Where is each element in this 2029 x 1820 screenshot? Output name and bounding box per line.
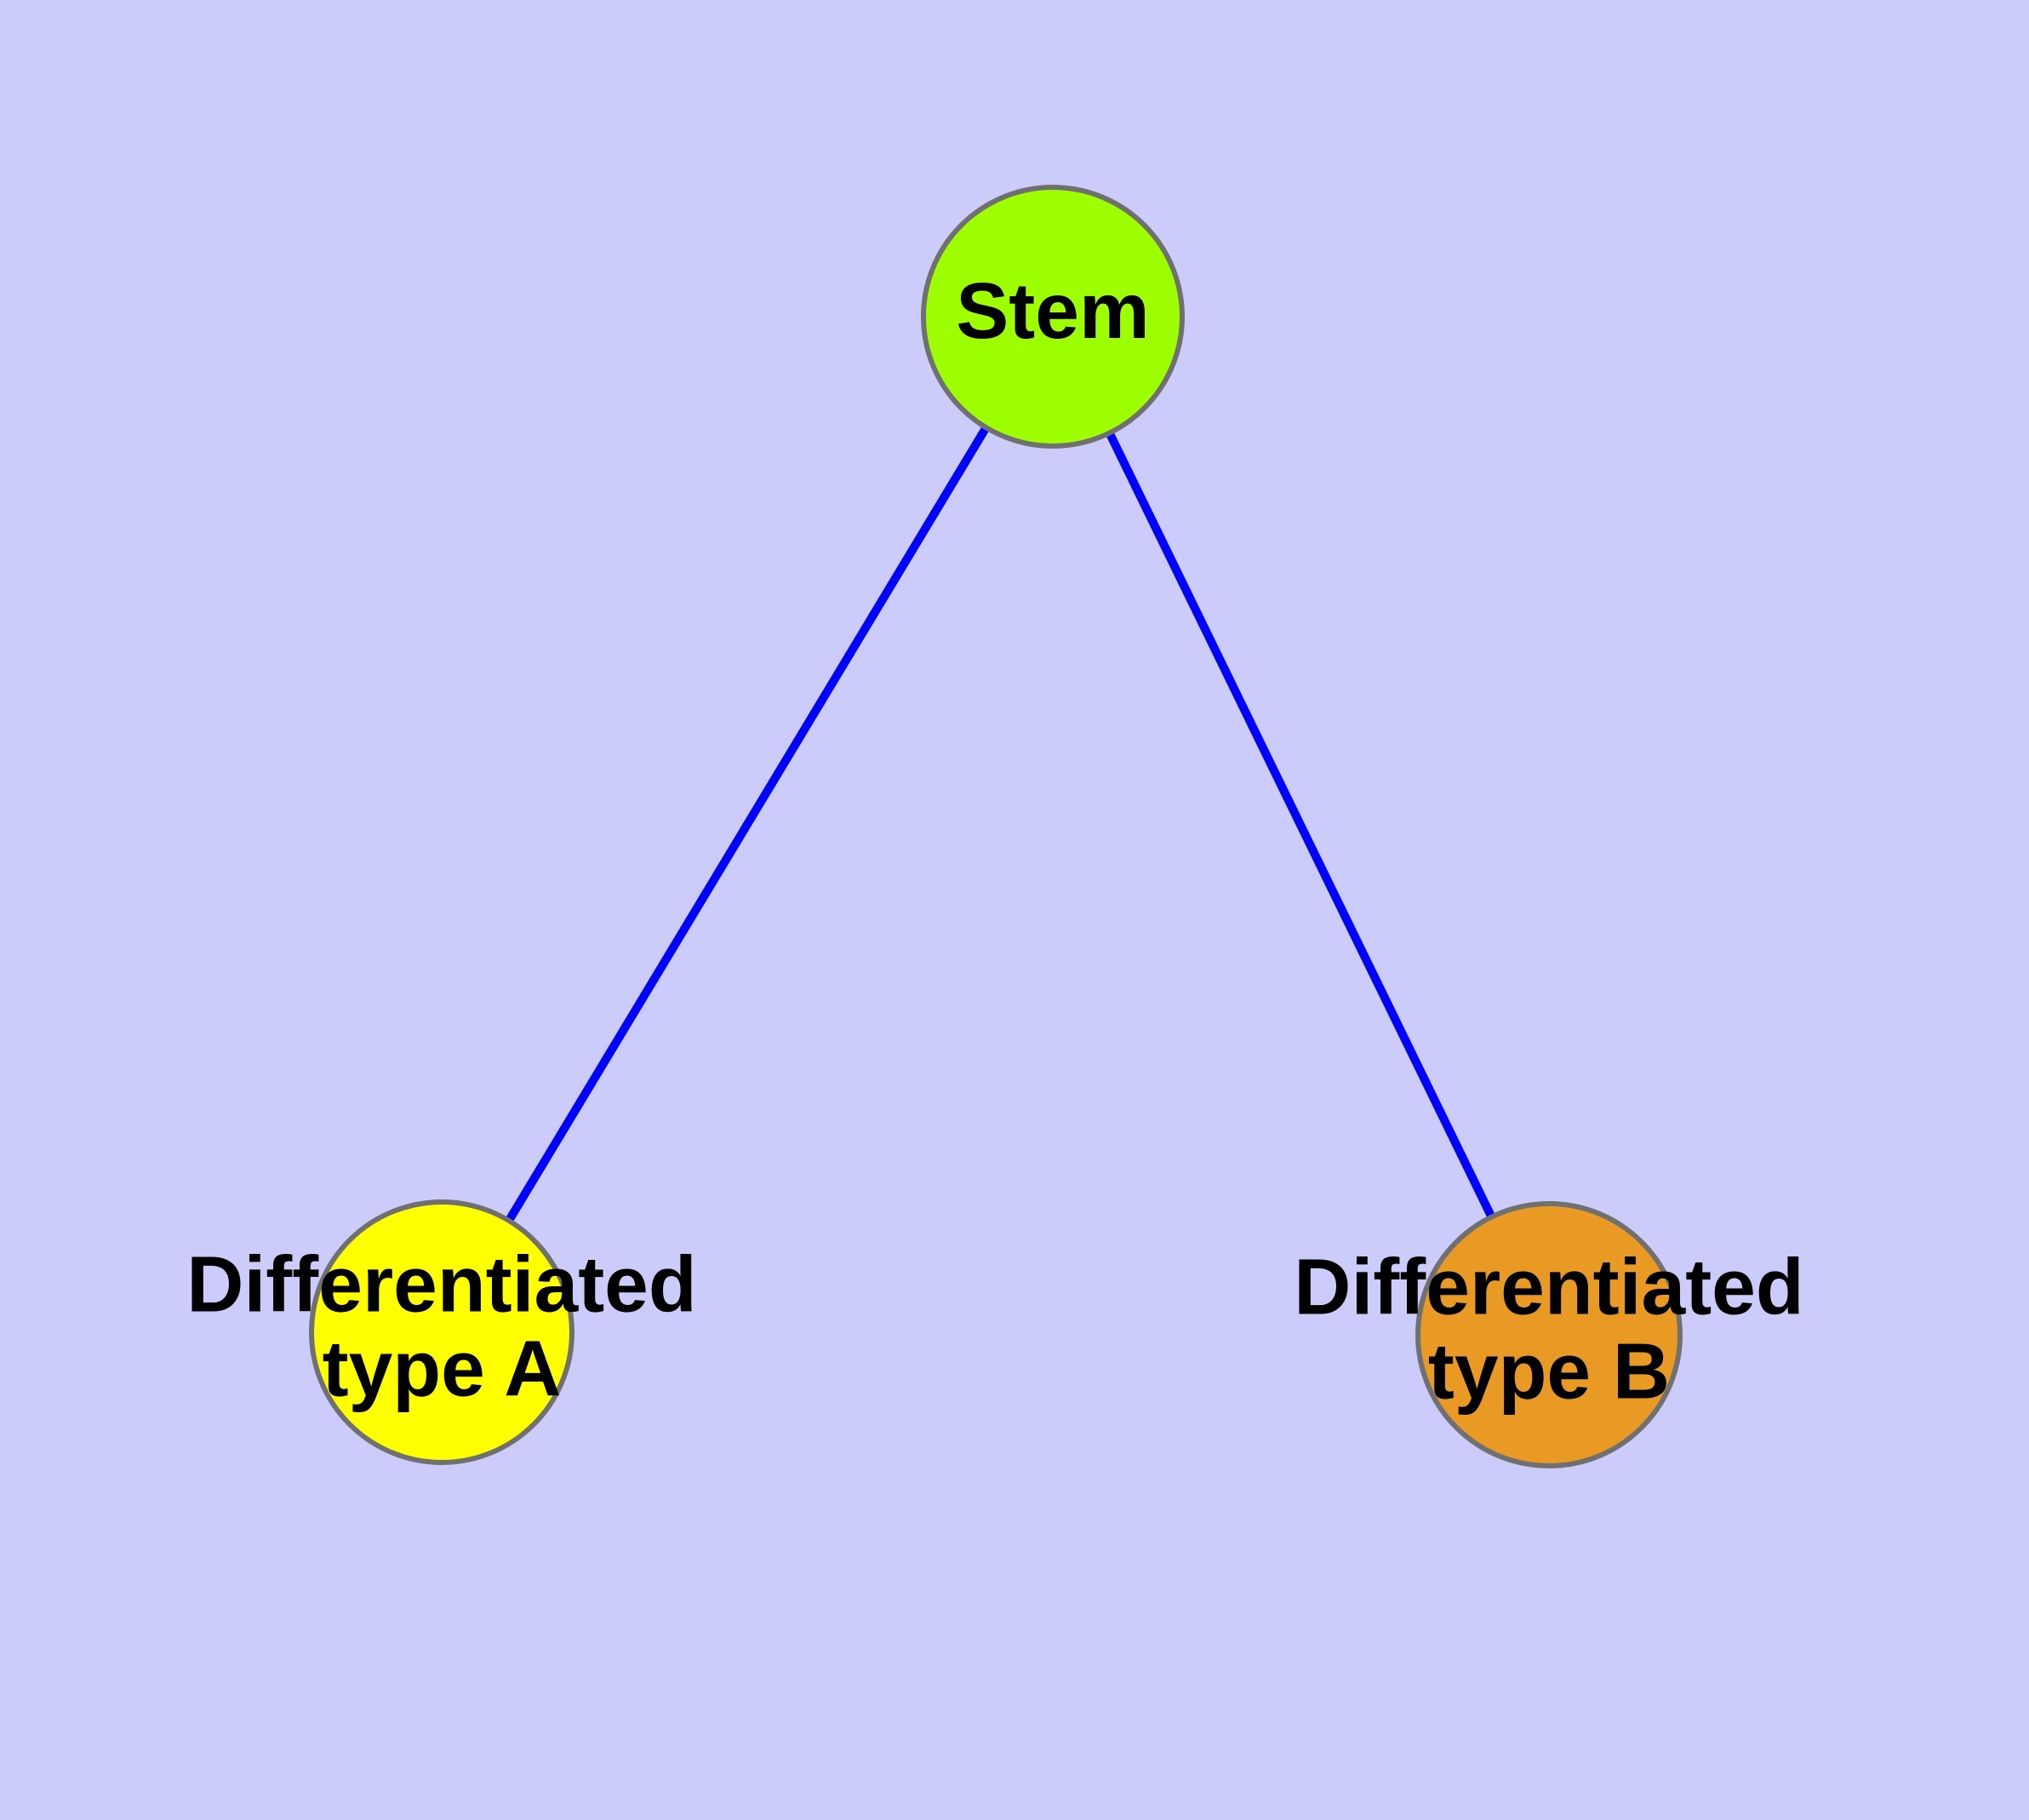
node-label-line: type B xyxy=(1428,1326,1670,1415)
nodes-layer xyxy=(309,185,1683,1468)
node-diff-b[interactable] xyxy=(1415,1201,1683,1468)
node-diff-a[interactable] xyxy=(309,1199,574,1465)
edge-stem-to-diff-a xyxy=(506,426,989,1222)
edge-stem-to-diff-b xyxy=(1106,432,1495,1217)
node-label-stem: Stem xyxy=(956,266,1149,355)
edges-layer xyxy=(506,426,1495,1222)
node-stem[interactable] xyxy=(921,185,1185,449)
node-label-line: Differentiated xyxy=(1294,1242,1803,1331)
node-label-line: type A xyxy=(323,1324,562,1412)
node-label-line: Differentiated xyxy=(186,1239,696,1328)
node-label-line: Stem xyxy=(956,266,1149,355)
